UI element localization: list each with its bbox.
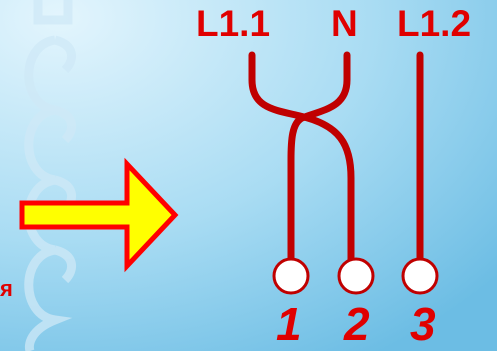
label-l1-2: L1.2 (397, 3, 472, 44)
label-n: N (331, 3, 358, 44)
terminal-1 (272, 257, 310, 295)
terminal-number-1: 1 (276, 298, 302, 350)
wire-n (287, 51, 351, 272)
decorative-coil (24, 0, 76, 351)
terminal-3 (401, 257, 439, 295)
arrow-right-icon (19, 157, 179, 273)
terminal-2 (337, 257, 375, 295)
terminal-number-2: 2 (344, 298, 370, 350)
terminal-number-3: 3 (410, 298, 436, 350)
wires (248, 51, 424, 272)
side-text: я (0, 276, 13, 301)
label-l1-1: L1.1 (196, 3, 271, 44)
